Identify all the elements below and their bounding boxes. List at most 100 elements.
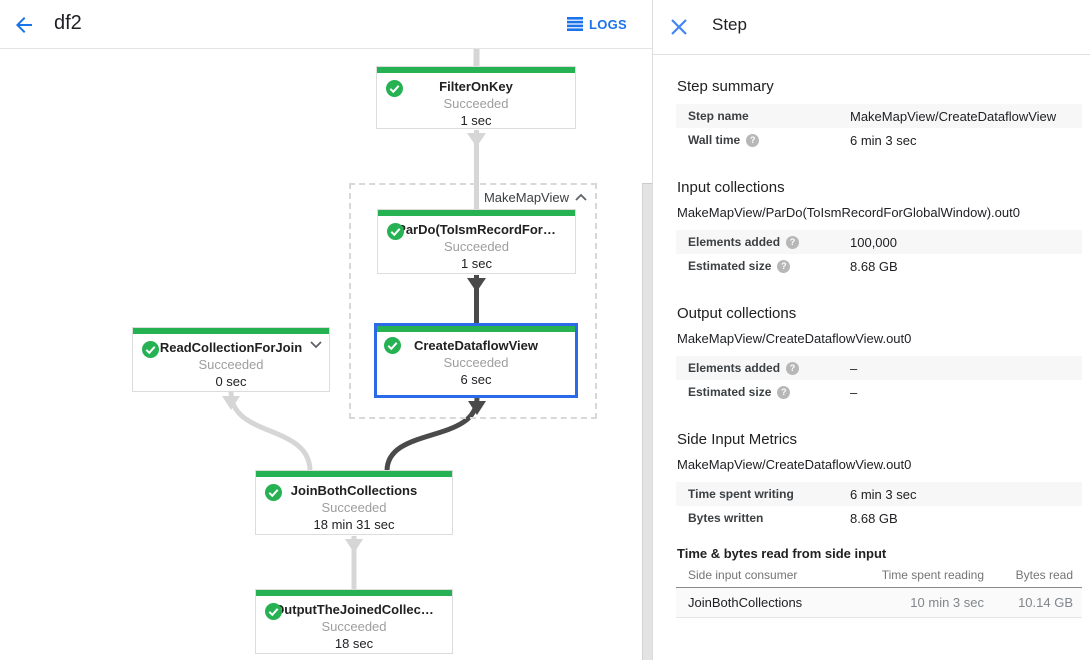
kv-label: Bytes written [688, 511, 764, 525]
kv-value: MakeMapView/CreateDataflowView [850, 108, 1057, 124]
cell-consumer: JoinBothCollections [688, 595, 803, 610]
node-status-bar [377, 67, 575, 73]
node-title: JoinBothCollections [290, 483, 418, 498]
node-duration: 1 sec [460, 113, 492, 128]
help-icon[interactable] [786, 235, 800, 249]
logs-button-label: LOGS [588, 16, 627, 32]
success-check-icon [387, 223, 404, 240]
chevron-up-icon[interactable] [575, 193, 587, 201]
node-joinbothcollections[interactable]: JoinBothCollections Succeeded 18 min 31 … [255, 470, 453, 535]
node-filteronkey[interactable]: FilterOnKey Succeeded 1 sec [376, 66, 576, 129]
kv-label: Estimated size [688, 385, 850, 399]
kv-value: 100,000 [850, 234, 897, 250]
node-status: Succeeded [321, 619, 387, 634]
job-graph-pane: df2 LOGS [0, 0, 652, 660]
input-collections-heading: Input collections [677, 179, 785, 196]
output-collections-subtitle: MakeMapView/CreateDataflowView.out0 [677, 331, 912, 346]
job-topbar: df2 LOGS [0, 0, 652, 49]
node-title: FilterOnKey [439, 79, 513, 94]
node-outputthejoinedcollection[interactable]: OutputTheJoinedCollec… Succeeded 18 sec [255, 589, 453, 654]
node-duration: 0 sec [215, 374, 247, 389]
success-check-icon [142, 341, 159, 358]
side-input-table-header: Side input consumer Time spent reading B… [676, 563, 1082, 588]
side-input-metrics-rows: Time spent writing 6 min 3 sec Bytes wri… [676, 482, 1082, 530]
help-icon[interactable] [777, 385, 791, 399]
success-check-icon [384, 337, 401, 354]
success-check-icon [265, 603, 282, 620]
node-status-bar [256, 590, 452, 596]
kv-value: – [850, 384, 858, 400]
help-icon[interactable] [777, 259, 791, 273]
col-side-input-consumer: Side input consumer [688, 568, 798, 582]
node-duration: 18 min 31 sec [313, 517, 395, 532]
node-status: Succeeded [443, 239, 510, 254]
kv-label: Time spent writing [688, 487, 794, 501]
logs-list-icon [566, 17, 583, 31]
node-createdataflowview[interactable]: CreateDataflowView Succeeded 6 sec [374, 323, 578, 398]
kv-row-elements-added: Elements added 100,000 [676, 230, 1082, 254]
node-status-bar [256, 471, 452, 477]
kv-value: 6 min 3 sec [850, 132, 917, 148]
node-duration: 1 sec [460, 256, 493, 271]
kv-value: 6 min 3 sec [850, 486, 917, 502]
side-input-table-heading: Time & bytes read from side input [677, 546, 887, 561]
kv-label: Step name [688, 109, 749, 123]
input-collections-rows: Elements added 100,000 Estimated size 8.… [676, 230, 1082, 278]
chevron-down-icon[interactable] [310, 341, 322, 349]
pipeline-canvas[interactable]: MakeMapView FilterOnKey Succeeded 1 sec … [0, 49, 652, 660]
success-check-icon [265, 484, 282, 501]
side-input-metrics-heading: Side Input Metrics [677, 431, 798, 448]
group-label[interactable]: MakeMapView [483, 190, 569, 205]
logs-button[interactable]: LOGS [566, 14, 627, 34]
step-details-panel: Step Step summary Step name MakeMapView/… [653, 0, 1090, 660]
kv-value: 8.68 GB [850, 258, 898, 274]
cell-bytes: 10.14 GB [1018, 595, 1073, 610]
help-icon[interactable] [786, 361, 800, 375]
node-status-bar [378, 210, 575, 216]
output-collections-rows: Elements added – Estimated size – [676, 356, 1082, 404]
success-check-icon [386, 80, 403, 97]
close-icon[interactable] [669, 17, 689, 37]
back-arrow-icon[interactable] [12, 13, 36, 37]
kv-label: Elements added [688, 361, 850, 375]
step-summary-rows: Step name MakeMapView/CreateDataflowView… [676, 104, 1082, 152]
pipeline-edges [222, 49, 486, 590]
col-bytes-read: Bytes read [1015, 568, 1073, 582]
node-title: OutputTheJoinedCollec… [274, 602, 434, 617]
table-row: JoinBothCollections 10 min 3 sec 10.14 G… [676, 588, 1082, 618]
node-status: Succeeded [321, 500, 387, 515]
kv-label: Elements added [688, 235, 850, 249]
kv-row-bytes-written: Bytes written 8.68 GB [676, 506, 1082, 530]
col-time-spent-reading: Time spent reading [881, 568, 984, 582]
output-collections-heading: Output collections [677, 305, 797, 322]
side-input-table: Side input consumer Time spent reading B… [676, 563, 1082, 618]
node-title: ParDo(ToIsmRecordFor… [397, 222, 556, 237]
help-icon[interactable] [746, 133, 760, 147]
step-panel-body: Step summary Step name MakeMapView/Creat… [653, 55, 1090, 660]
node-status: Succeeded [443, 355, 509, 370]
node-duration: 18 sec [334, 636, 374, 651]
graph-scrollbar[interactable] [642, 183, 652, 660]
step-panel-header: Step [653, 0, 1090, 55]
cell-time: 10 min 3 sec [910, 595, 984, 610]
step-summary-heading: Step summary [677, 78, 774, 95]
kv-row-step-name: Step name MakeMapView/CreateDataflowView [676, 104, 1082, 128]
node-title: CreateDataflowView [413, 338, 539, 353]
kv-row-elements-added: Elements added – [676, 356, 1082, 380]
composite-group-makemapview: MakeMapView [349, 183, 597, 419]
kv-label: Wall time [688, 133, 850, 147]
kv-row-wall-time: Wall time 6 min 3 sec [676, 128, 1082, 152]
node-pardo-toismrecord[interactable]: ParDo(ToIsmRecordFor… Succeeded 1 sec [377, 209, 576, 274]
pane-divider [652, 0, 653, 660]
node-readcollectionforjoin[interactable]: ReadCollectionForJoin Succeeded 0 sec [132, 327, 330, 392]
kv-value: – [850, 360, 858, 376]
panel-title: Step [712, 15, 747, 34]
job-title: df2 [54, 12, 82, 34]
node-status-bar [133, 328, 329, 334]
node-title: ReadCollectionForJoin [159, 340, 303, 355]
node-status: Succeeded [443, 96, 509, 111]
kv-value: 8.68 GB [850, 510, 898, 526]
kv-row-estimated-size: Estimated size – [676, 380, 1082, 404]
side-input-metrics-subtitle: MakeMapView/CreateDataflowView.out0 [677, 457, 912, 472]
kv-row-estimated-size: Estimated size 8.68 GB [676, 254, 1082, 278]
